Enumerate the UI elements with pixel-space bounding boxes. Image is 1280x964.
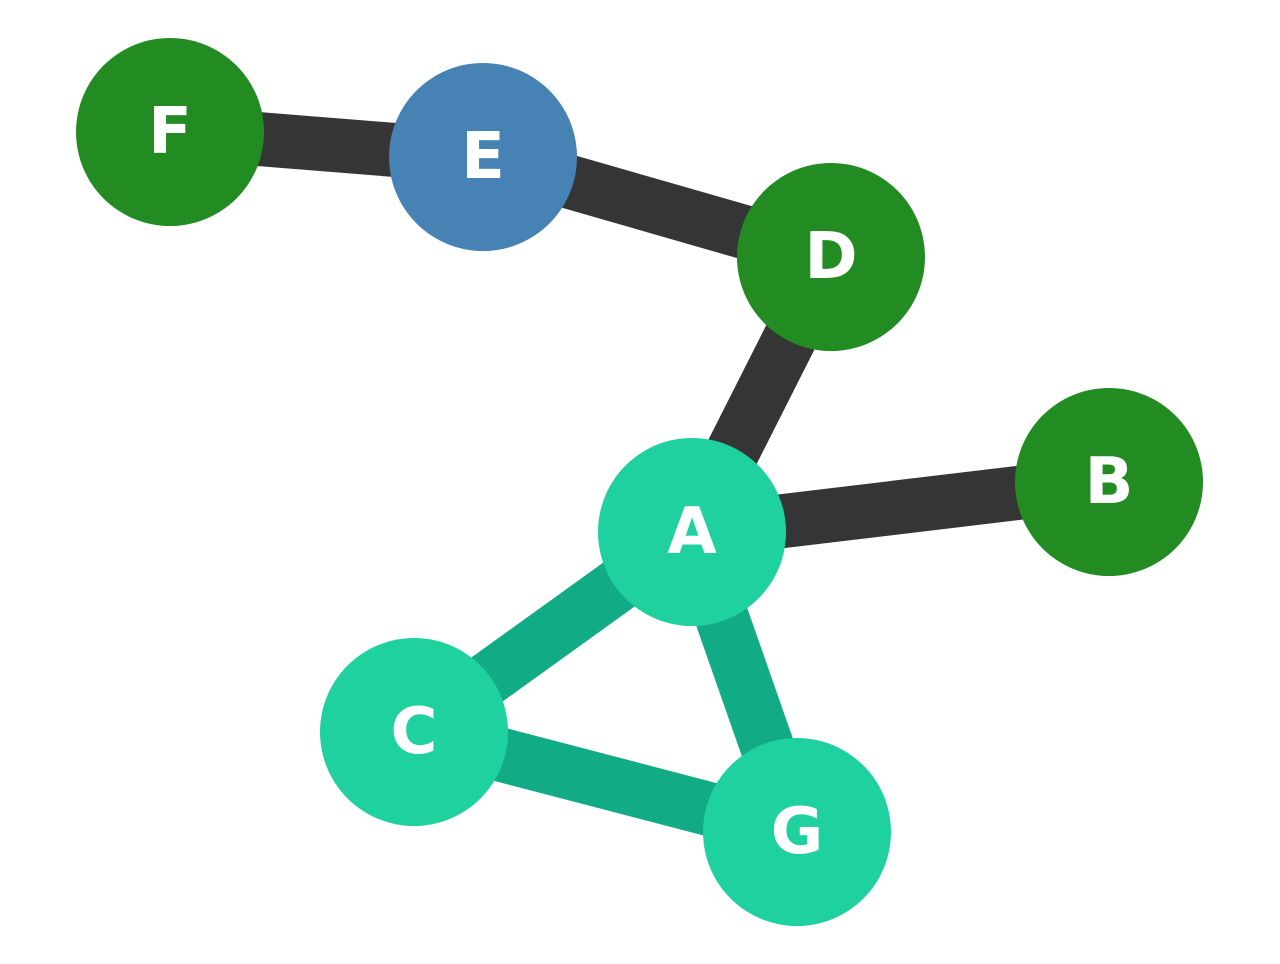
node-d: D — [737, 163, 925, 351]
node-circle — [598, 438, 786, 626]
node-label: A — [667, 495, 717, 569]
node-label: E — [461, 120, 505, 194]
node-f: F — [76, 38, 264, 226]
node-c: C — [320, 638, 508, 826]
node-label: F — [148, 95, 192, 169]
node-e: E — [389, 63, 577, 251]
node-circle — [737, 163, 925, 351]
node-circle — [320, 638, 508, 826]
node-label: G — [771, 795, 824, 869]
node-label: D — [804, 220, 857, 294]
node-circle — [76, 38, 264, 226]
node-circle — [1015, 388, 1203, 576]
node-label: B — [1085, 445, 1134, 519]
node-circle — [389, 63, 577, 251]
node-b: B — [1015, 388, 1203, 576]
node-g: G — [703, 738, 891, 926]
node-label: C — [391, 695, 438, 769]
node-layer: A B C D E F G — [76, 38, 1203, 926]
node-circle — [703, 738, 891, 926]
node-a: A — [598, 438, 786, 626]
